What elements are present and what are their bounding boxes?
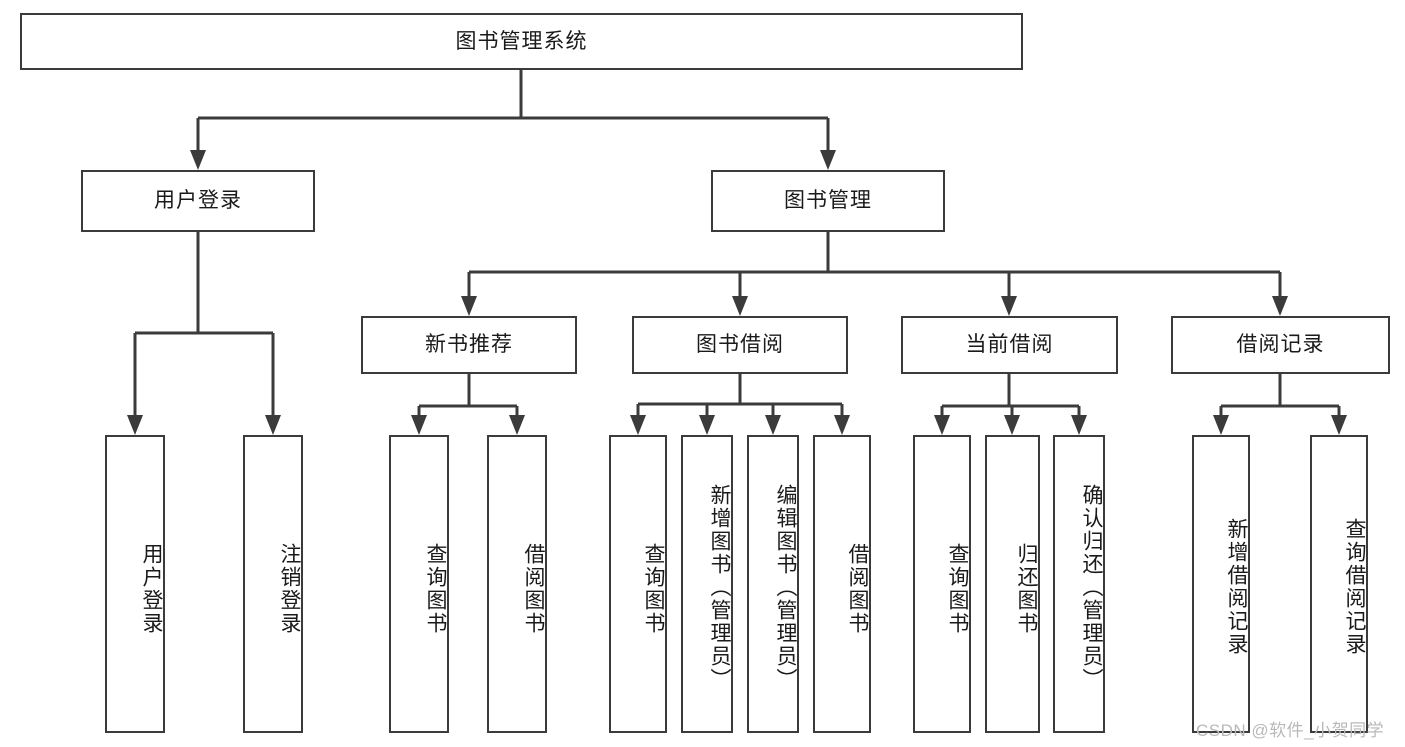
node-label: 归还图书 — [1015, 543, 1038, 635]
level3-node-2[interactable]: 图书借阅 — [632, 316, 848, 374]
leaf-node-11[interactable]: 确认归还（管理员） — [1053, 435, 1105, 733]
leaf-node-2[interactable]: 注销登录 — [243, 435, 303, 733]
leaf-node-9[interactable]: 查询图书 — [913, 435, 971, 733]
arrow-head-icon — [265, 415, 281, 435]
node-label: 图书借阅 — [696, 333, 784, 357]
level2-node-2[interactable]: 图书管理 — [711, 170, 945, 232]
node-label: 查询图书 — [424, 543, 447, 635]
arrow-head-icon — [1272, 296, 1288, 316]
arrow-head-icon — [509, 415, 525, 435]
node-label: 新书推荐 — [425, 333, 513, 357]
node-label: 用户登录 — [140, 543, 163, 635]
arrow-head-icon — [699, 415, 715, 435]
node-label: 编辑图书（管理员） — [774, 483, 797, 691]
node-label: 查询图书 — [642, 543, 665, 635]
leaf-node-7[interactable]: 编辑图书（管理员） — [747, 435, 799, 733]
node-label: 借阅图书 — [522, 543, 545, 635]
arrow-head-icon — [1071, 415, 1087, 435]
node-label: 用户登录 — [154, 189, 242, 213]
node-label: 图书管理 — [784, 189, 872, 213]
leaf-node-13[interactable]: 查询借阅记录 — [1310, 435, 1368, 733]
node-label: 借阅图书 — [846, 543, 869, 635]
level3-node-4[interactable]: 借阅记录 — [1171, 316, 1390, 374]
node-label: 当前借阅 — [965, 333, 1054, 357]
leaf-node-10[interactable]: 归还图书 — [985, 435, 1040, 733]
leaf-node-1[interactable]: 用户登录 — [105, 435, 165, 733]
arrow-head-icon — [190, 150, 206, 170]
arrow-head-icon — [820, 150, 836, 170]
arrow-head-icon — [127, 415, 143, 435]
node-label: 图书管理系统 — [455, 29, 588, 53]
watermark: CSDN @软件_小贺同学 — [1196, 721, 1385, 740]
leaf-node-3[interactable]: 查询图书 — [389, 435, 449, 733]
arrow-head-icon — [732, 296, 748, 316]
node-label: 注销登录 — [278, 543, 301, 635]
leaf-node-5[interactable]: 查询图书 — [609, 435, 667, 733]
arrow-head-icon — [1213, 415, 1229, 435]
node-label: 借阅记录 — [1236, 333, 1325, 357]
arrow-head-icon — [1001, 296, 1017, 316]
arrow-head-icon — [630, 415, 646, 435]
arrow-head-icon — [765, 415, 781, 435]
node-label: 确认归还（管理员） — [1080, 483, 1103, 691]
level3-node-1[interactable]: 新书推荐 — [361, 316, 577, 374]
arrow-head-icon — [411, 415, 427, 435]
arrow-head-icon — [1004, 415, 1020, 435]
node-label: 查询借阅记录 — [1343, 518, 1366, 656]
node-label: 新增图书（管理员） — [708, 483, 731, 691]
arrow-head-icon — [934, 415, 950, 435]
node-label: 新增借阅记录 — [1225, 518, 1248, 656]
level3-node-3[interactable]: 当前借阅 — [901, 316, 1118, 374]
arrow-head-icon — [461, 296, 477, 316]
node-label: 查询图书 — [946, 543, 969, 635]
leaf-node-6[interactable]: 新增图书（管理员） — [681, 435, 733, 733]
arrow-head-icon — [834, 415, 850, 435]
arrow-head-icon — [1331, 415, 1347, 435]
level2-node-1[interactable]: 用户登录 — [81, 170, 315, 232]
leaf-node-8[interactable]: 借阅图书 — [813, 435, 871, 733]
leaf-node-4[interactable]: 借阅图书 — [487, 435, 547, 733]
root-node-1[interactable]: 图书管理系统 — [20, 13, 1023, 70]
leaf-node-12[interactable]: 新增借阅记录 — [1192, 435, 1250, 733]
